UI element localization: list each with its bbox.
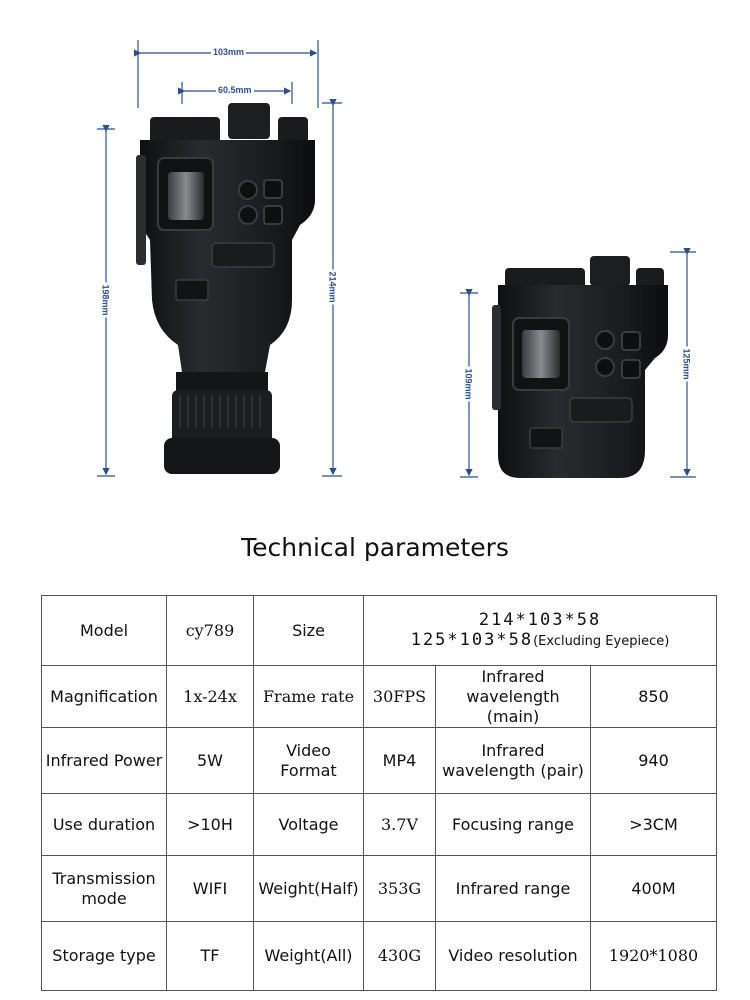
spec-label: Storage type xyxy=(41,921,167,991)
product-dimension-illustration xyxy=(97,40,696,478)
spec-label: Weight(Half) xyxy=(253,855,364,922)
spec-value: 1x-24x xyxy=(166,665,254,728)
table-row: Storage type TF Weight(All) 430G Video r… xyxy=(41,921,718,991)
spec-label: Video resolution xyxy=(435,921,591,991)
spec-label: Infrared wavelength (main) xyxy=(435,665,591,728)
table-row: Model cy789 Size 214*103*58 125*103*58(E… xyxy=(41,595,718,666)
spec-label: Infrared range xyxy=(435,855,591,922)
dimension-label-width-60-5: 60.5mm xyxy=(216,85,254,95)
spec-label: Infrared wavelength (pair) xyxy=(435,727,591,794)
spec-value: 3.7V xyxy=(363,793,436,856)
spec-value: >3CM xyxy=(589,793,718,856)
technical-parameters-table: Model cy789 Size 214*103*58 125*103*58(E… xyxy=(41,595,718,991)
size-line-2: 125*103*58 xyxy=(410,629,534,650)
spec-label: Use duration xyxy=(41,793,167,856)
dimension-label-height-198: 198mm xyxy=(100,282,111,318)
spec-label: Weight(All) xyxy=(253,921,364,991)
dimension-label-width-103: 103mm xyxy=(211,47,247,57)
spec-label: Model xyxy=(41,595,167,666)
section-title: Technical parameters xyxy=(241,533,509,562)
table-row: Transmission mode WIFI Weight(Half) 353G… xyxy=(41,855,718,922)
spec-value: WIFI xyxy=(166,855,254,922)
spec-value: 940 xyxy=(589,727,718,794)
spec-label: Transmission mode xyxy=(41,855,167,922)
device-full-with-eyepiece xyxy=(136,103,315,474)
spec-label: Voltage xyxy=(253,793,364,856)
spec-value: 400M xyxy=(589,855,718,922)
table-row: Use duration >10H Voltage 3.7V Focusing … xyxy=(41,793,718,856)
spec-label: Magnification xyxy=(41,665,167,728)
spec-value: TF xyxy=(166,921,254,991)
size-note: (Excluding Eyepiece) xyxy=(533,633,670,649)
spec-value: 430G xyxy=(363,921,436,991)
spec-value: >10H xyxy=(166,793,254,856)
spec-label: Infrared Power xyxy=(41,727,167,794)
spec-value-size: 214*103*58 125*103*58(Excluding Eyepiece… xyxy=(362,595,718,666)
table-row: Magnification 1x-24x Frame rate 30FPS In… xyxy=(41,665,718,728)
spec-label: Size xyxy=(253,595,364,666)
table-row: Infrared Power 5W Video Format MP4 Infra… xyxy=(41,727,718,794)
spec-value: cy789 xyxy=(166,595,254,666)
spec-value: 30FPS xyxy=(363,665,436,728)
spec-value: 850 xyxy=(589,665,718,728)
dimension-label-height-109: 109mm xyxy=(463,366,474,402)
device-without-eyepiece xyxy=(492,256,668,478)
spec-label: Focusing range xyxy=(435,793,591,856)
spec-label: Frame rate xyxy=(253,665,364,728)
spec-label: Video Format xyxy=(253,727,364,794)
spec-value: 353G xyxy=(363,855,436,922)
dimension-label-height-214: 214mm xyxy=(327,269,338,305)
spec-value: MP4 xyxy=(363,727,436,794)
spec-value: 5W xyxy=(166,727,254,794)
spec-value: 1920*1080 xyxy=(589,921,718,991)
dimension-label-height-125: 125mm xyxy=(681,346,692,382)
size-line-1: 214*103*58 xyxy=(478,609,602,630)
